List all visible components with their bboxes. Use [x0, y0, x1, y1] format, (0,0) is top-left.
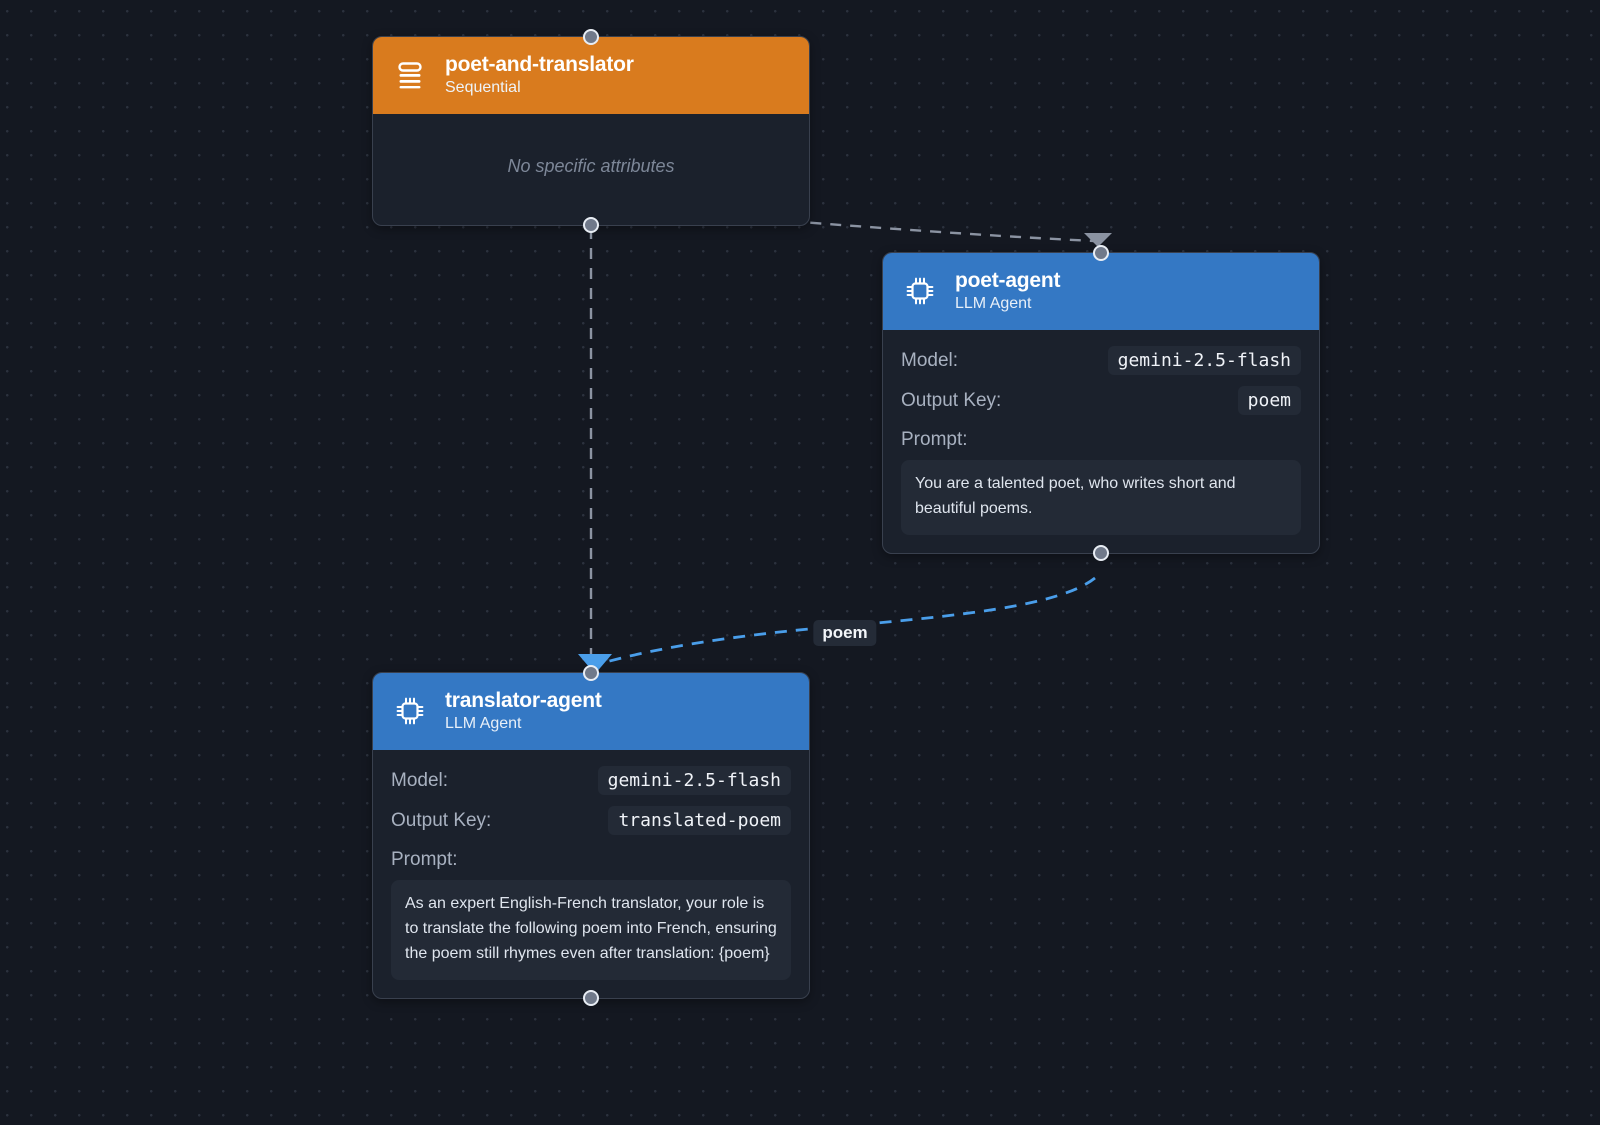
cpu-chip-icon	[393, 694, 427, 728]
node-header: poet-and-translator Sequential	[373, 37, 809, 115]
attribute-value-model: gemini-2.5-flash	[1107, 346, 1301, 376]
node-port-top[interactable]	[583, 665, 599, 681]
node-body: Model: gemini-2.5-flash Output Key: poem…	[883, 330, 1319, 553]
node-subtitle: LLM Agent	[955, 295, 1032, 313]
attribute-label: Model:	[391, 769, 449, 791]
prompt-text: You are a talented poet, who writes shor…	[901, 460, 1301, 535]
node-header: poet-agent LLM Agent	[883, 253, 1319, 331]
attribute-row-output-key: Output Key: translated-poem	[391, 806, 791, 836]
attribute-row-model: Model: gemini-2.5-flash	[901, 346, 1301, 376]
node-port-top[interactable]	[583, 29, 599, 45]
node-body: Model: gemini-2.5-flash Output Key: tran…	[373, 750, 809, 997]
prompt-label: Prompt:	[391, 849, 458, 871]
prompt-text: As an expert English-French translator, …	[391, 880, 791, 980]
node-body: No specific attributes	[373, 114, 809, 225]
node-title: poet-and-translator	[445, 53, 634, 76]
node-poet-and-translator[interactable]: poet-and-translator Sequential No specif…	[372, 29, 810, 234]
cpu-chip-icon	[903, 274, 937, 308]
edge-label-poem: poem	[813, 620, 877, 646]
attribute-value-output-key: translated-poem	[608, 806, 791, 836]
node-port-bottom[interactable]	[583, 217, 599, 234]
sequential-list-icon	[393, 58, 427, 92]
attribute-label: Output Key:	[901, 389, 1002, 411]
node-poet-agent[interactable]: poet-agent LLM Agent Model: gemini-2.5-f…	[882, 245, 1320, 561]
attribute-label: Model:	[901, 349, 959, 371]
node-port-bottom[interactable]	[583, 989, 599, 1006]
attribute-value-output-key: poem	[1237, 386, 1301, 416]
attribute-row-output-key: Output Key: poem	[901, 386, 1301, 416]
node-title: poet-agent	[955, 269, 1061, 292]
node-title: translator-agent	[445, 689, 602, 712]
node-port-bottom[interactable]	[1093, 544, 1109, 561]
node-translator-agent[interactable]: translator-agent LLM Agent Model: gemini…	[372, 665, 810, 1006]
empty-attributes-text: No specific attributes	[507, 156, 675, 177]
prompt-label: Prompt:	[901, 429, 968, 451]
node-header: translator-agent LLM Agent	[373, 673, 809, 751]
node-subtitle: LLM Agent	[445, 715, 522, 733]
attribute-row-model: Model: gemini-2.5-flash	[391, 766, 791, 796]
attribute-value-model: gemini-2.5-flash	[597, 766, 791, 796]
node-subtitle: Sequential	[445, 79, 521, 97]
node-port-top[interactable]	[1093, 245, 1109, 261]
attribute-label: Output Key:	[391, 809, 492, 831]
